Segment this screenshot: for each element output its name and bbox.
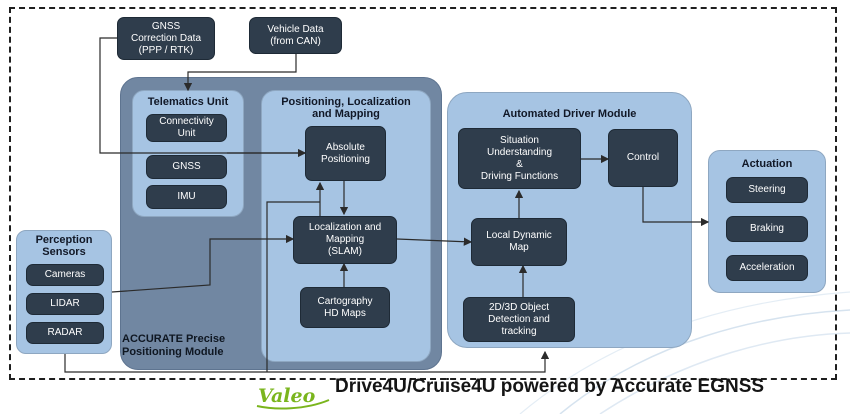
cartography-hd-maps-box: Cartography HD Maps	[300, 287, 390, 328]
valeo-logo-text: Valeo	[258, 385, 316, 407]
valeo-logo: Valeo	[256, 385, 330, 410]
steering-box: Steering	[726, 177, 808, 203]
accurate-module-label: ACCURATE Precise Positioning Module	[122, 333, 226, 358]
imu-box: IMU	[146, 185, 227, 209]
system-boundary	[9, 7, 837, 380]
connectivity-unit-box: Connectivity Unit	[146, 114, 227, 142]
telematics-unit-title: Telematics Unit	[147, 96, 229, 108]
gnss-correction-data-box: GNSS Correction Data (PPP / RTK)	[117, 17, 215, 60]
adm-title: Automated Driver Module	[502, 108, 637, 120]
vehicle-data-box: Vehicle Data (from CAN)	[249, 17, 342, 54]
localization-mapping-box: Localization and Mapping (SLAM)	[293, 216, 397, 264]
cameras-box: Cameras	[26, 264, 104, 286]
situation-understanding-box: Situation Understanding & Driving Functi…	[458, 128, 581, 189]
gnss-box: GNSS	[146, 155, 227, 179]
control-box: Control	[608, 129, 678, 187]
radar-box: RADAR	[26, 322, 104, 344]
footer-caption: Drive4U/Cruise4U powered by Accurate EGN…	[335, 376, 765, 397]
local-dynamic-map-box: Local Dynamic Map	[471, 218, 567, 266]
absolute-positioning-box: Absolute Positioning	[305, 126, 386, 181]
braking-box: Braking	[726, 216, 808, 242]
lidar-box: LIDAR	[26, 293, 104, 315]
acceleration-box: Acceleration	[726, 255, 808, 281]
object-detection-box: 2D/3D Object Detection and tracking	[463, 297, 575, 342]
positioning-title: Positioning, Localization and Mapping	[281, 96, 411, 120]
perception-title: Perception Sensors	[35, 234, 93, 258]
actuation-title: Actuation	[741, 158, 793, 170]
